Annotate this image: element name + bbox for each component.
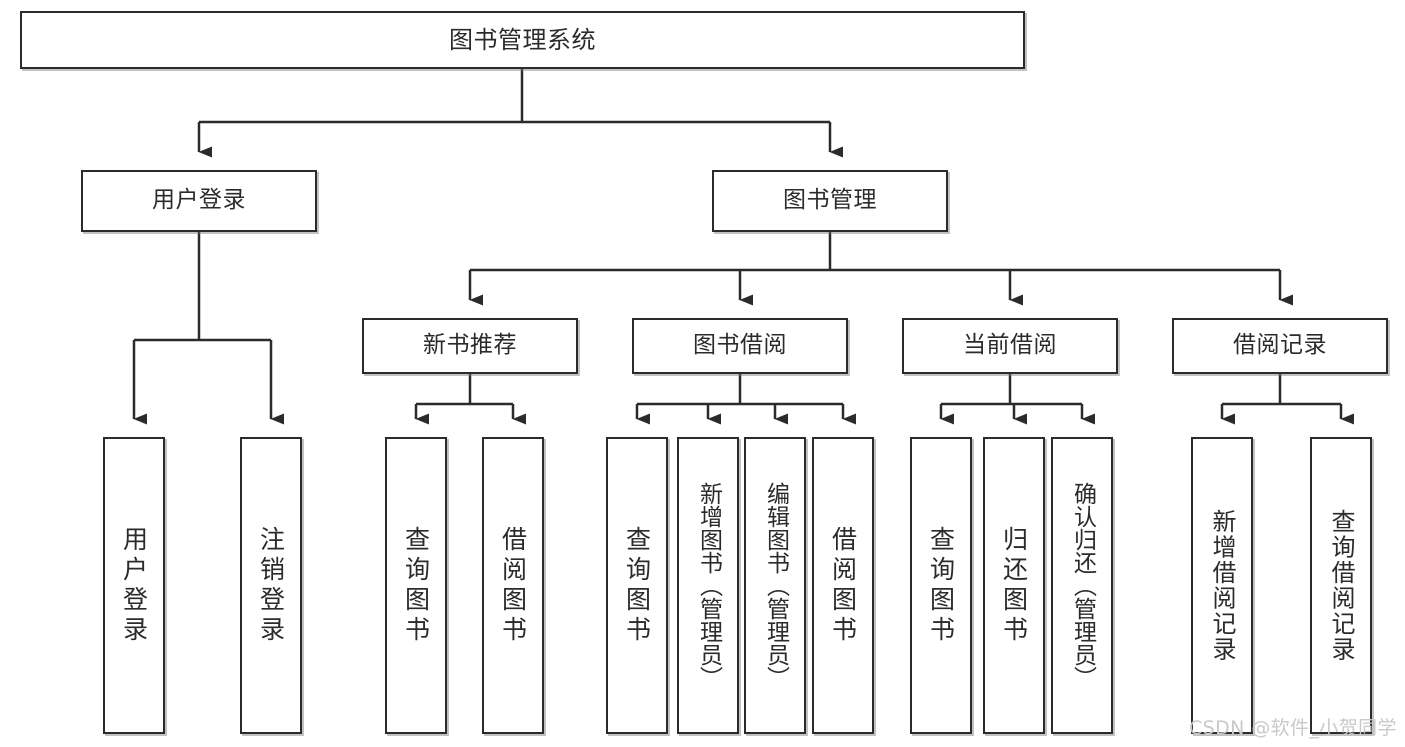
node-book-management[interactable]: 图书管理 (712, 170, 948, 232)
node-label: 新书推荐 (423, 332, 517, 359)
node-label: 归还图书 (999, 525, 1029, 646)
leaf-node[interactable]: 新增借阅记录 (1191, 437, 1253, 734)
leaf-node[interactable]: 查询图书 (385, 437, 447, 734)
leaf-node[interactable]: 注销登录 (240, 437, 302, 734)
node-label: 注销登录 (256, 525, 286, 646)
node-label: 借阅图书 (828, 525, 858, 646)
node-label: 当前借阅 (963, 332, 1057, 359)
leaf-node[interactable]: 借阅图书 (812, 437, 874, 734)
leaf-node[interactable]: 查询图书 (910, 437, 972, 734)
leaf-node[interactable]: 借阅图书 (482, 437, 544, 734)
node-label: 编辑图书（管理员） (762, 482, 789, 689)
leaf-node[interactable]: 确认归还（管理员） (1051, 437, 1113, 734)
node-label: 查询借阅记录 (1327, 509, 1355, 662)
node-borrow-record[interactable]: 借阅记录 (1172, 318, 1388, 374)
node-label: 借阅图书 (498, 525, 528, 646)
node-label: 确认归还（管理员） (1069, 482, 1096, 689)
leaf-node[interactable]: 新增图书（管理员） (677, 437, 739, 734)
node-label: 查询图书 (926, 525, 956, 646)
leaf-node[interactable]: 用户登录 (103, 437, 165, 734)
node-label: 图书管理 (783, 187, 877, 214)
node-current-borrow[interactable]: 当前借阅 (902, 318, 1118, 374)
node-label: 新增借阅记录 (1208, 509, 1236, 662)
node-label: 借阅记录 (1233, 332, 1327, 359)
node-label: 用户登录 (119, 525, 149, 646)
node-label: 查询图书 (622, 525, 652, 646)
node-label: 新增图书（管理员） (695, 482, 722, 689)
node-new-book-recommend[interactable]: 新书推荐 (362, 318, 578, 374)
leaf-node[interactable]: 归还图书 (983, 437, 1045, 734)
node-label: 用户登录 (152, 187, 246, 214)
node-label: 图书管理系统 (449, 25, 596, 54)
node-user-login[interactable]: 用户登录 (81, 170, 317, 232)
node-root[interactable]: 图书管理系统 (20, 11, 1025, 69)
leaf-node[interactable]: 查询图书 (606, 437, 668, 734)
node-label: 查询图书 (401, 525, 431, 646)
leaf-node[interactable]: 编辑图书（管理员） (744, 437, 806, 734)
node-book-borrow[interactable]: 图书借阅 (632, 318, 848, 374)
node-label: 图书借阅 (693, 332, 787, 359)
leaf-node[interactable]: 查询借阅记录 (1310, 437, 1372, 734)
csdn-watermark: CSDN @软件_小贺同学 (1189, 717, 1397, 739)
